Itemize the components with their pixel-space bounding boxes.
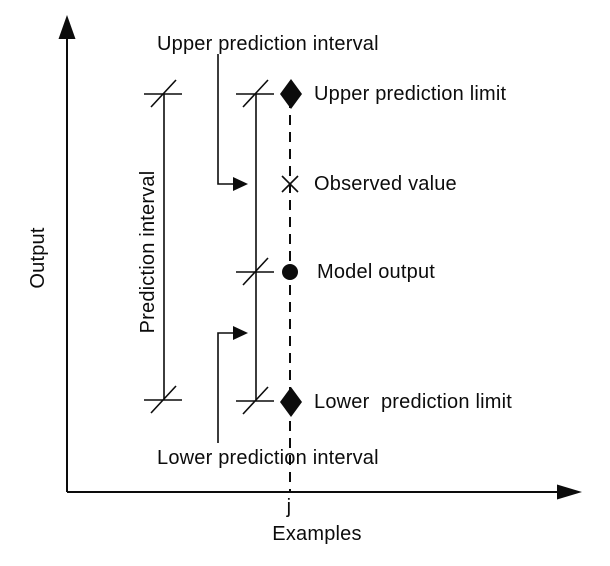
interval-cap xyxy=(236,386,274,415)
lower-prediction-interval-label: Lower prediction interval xyxy=(157,447,379,469)
lower-interval-leader-arrow xyxy=(217,326,248,443)
upper-prediction-limit-label: Upper prediction limit xyxy=(314,83,507,105)
prediction-interval-bar xyxy=(144,79,182,414)
upper-prediction-limit-diamond-marker xyxy=(280,79,302,109)
y-axis-label: Output xyxy=(27,227,49,289)
observed-value-label: Observed value xyxy=(314,173,457,195)
lower-prediction-limit-diamond-marker xyxy=(280,387,302,417)
model-output-dot-marker xyxy=(282,264,298,280)
upper-interval-leader-arrow xyxy=(217,54,248,191)
prediction-interval-label: Prediction interval xyxy=(137,170,159,334)
x-axis-arrowhead xyxy=(557,484,582,500)
observed-value-cross-marker xyxy=(281,175,299,193)
y-axis-arrowhead xyxy=(58,15,76,39)
y-axis xyxy=(58,15,76,492)
x-axis-label: Examples xyxy=(272,523,362,545)
x-axis xyxy=(67,484,582,500)
model-output-label: Model output xyxy=(317,261,436,283)
x-tick-label-j: j xyxy=(286,496,292,518)
lower-prediction-limit-label: Lower prediction limit xyxy=(314,391,513,413)
interval-cap xyxy=(144,79,182,108)
interval-cap xyxy=(144,385,182,414)
upper-lower-interval-bar xyxy=(236,79,274,415)
upper-prediction-interval-label: Upper prediction interval xyxy=(157,33,379,55)
interval-cap xyxy=(236,79,274,108)
interval-cap xyxy=(236,257,274,286)
